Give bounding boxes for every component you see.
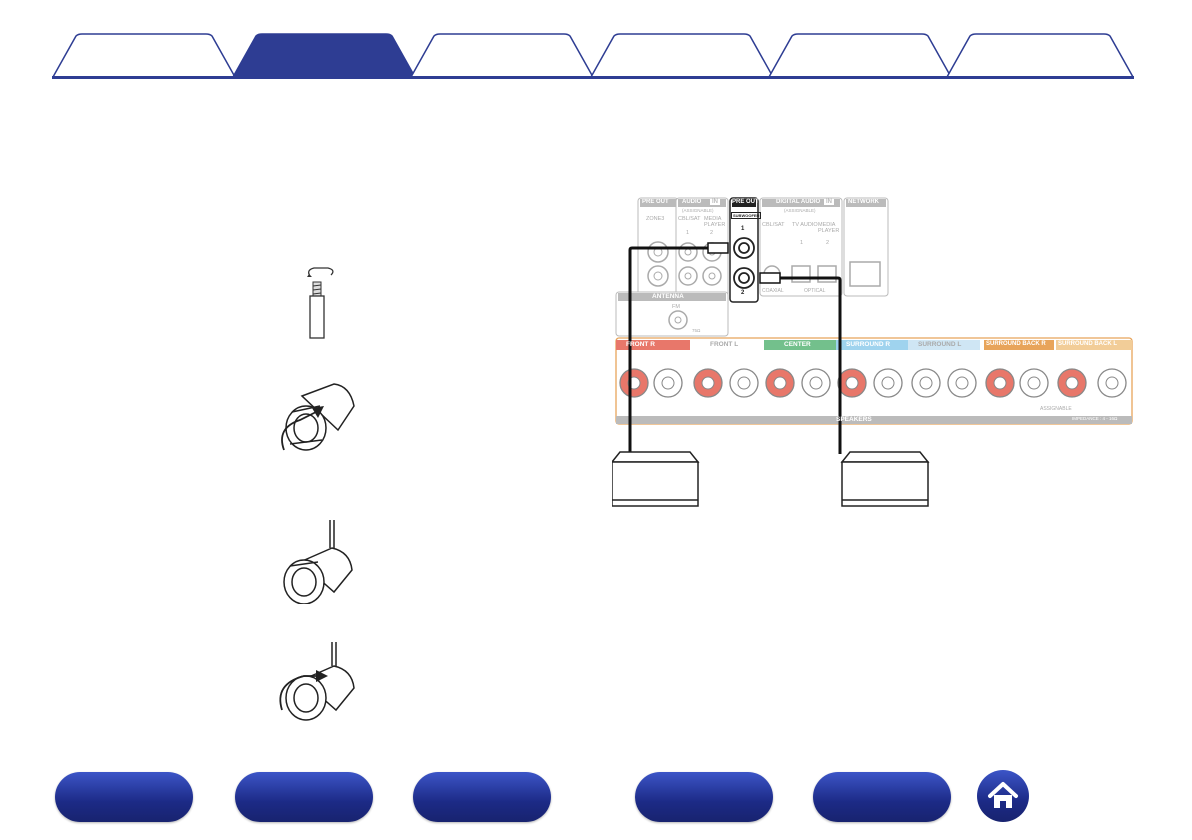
tab-4[interactable] — [590, 33, 774, 77]
pre-out-label: PRE OUT — [642, 199, 669, 205]
assignable-bottom-label: ASSIGNABLE — [1040, 406, 1072, 412]
speaker-front-r-label: FRONT R — [626, 341, 655, 348]
impedance-label: IMPEDANCE : 4 - 16Ω — [1072, 416, 1118, 421]
audio-in-badge: IN — [710, 199, 720, 205]
digital-tv-audio-label: TV AUDIO — [792, 222, 818, 228]
tab-1[interactable] — [52, 33, 236, 77]
coaxial-label: COAXIAL — [762, 288, 784, 294]
terminal-tighten-illustration — [279, 642, 355, 721]
optical-label: OPTICAL — [804, 288, 826, 294]
bottom-nav-button-3[interactable] — [413, 772, 551, 822]
tab-bar — [0, 0, 1192, 80]
tab-underline — [52, 76, 1134, 79]
rear-panel-diagram: PRE OUT ZONE3 AUDIO IN (ASSIGNABLE) CBL/… — [610, 190, 1136, 510]
tab-5[interactable] — [768, 33, 952, 77]
speaker-center-label: CENTER — [784, 341, 811, 348]
sub-num-1: 1 — [741, 226, 745, 232]
speakers-label: SPEAKERS — [836, 416, 872, 423]
speaker-surround-l-label: SURROUND L — [918, 341, 962, 348]
bottom-nav-button-2[interactable] — [235, 772, 373, 822]
tab-3[interactable] — [410, 33, 594, 77]
digital-num-1: 1 — [800, 240, 804, 246]
bottom-nav-button-1[interactable] — [55, 772, 193, 822]
bottom-nav-button-5[interactable] — [813, 772, 951, 822]
antenna-label: ANTENNA — [652, 293, 684, 300]
speaker-surround-r-label: SURROUND R — [846, 341, 891, 348]
fm-ohm-label: 75Ω — [692, 328, 701, 333]
audio-in-label: AUDIO — [682, 199, 702, 205]
tab-2[interactable] — [232, 33, 416, 77]
home-button[interactable] — [977, 770, 1029, 822]
subwoofer-label: SUBWOOFER — [731, 212, 762, 219]
digital-in-badge: IN — [824, 199, 834, 205]
digital-num-2: 2 — [826, 240, 830, 246]
audio-cbl-sat-label: CBL/SAT — [678, 216, 701, 222]
home-icon — [988, 782, 1018, 808]
stripped-wire-illustration — [307, 267, 334, 339]
digital-audio-label: DIGITAL AUDIO — [776, 199, 821, 205]
speaker-front-l-label: FRONT L — [710, 341, 739, 348]
digital-media-player-label: MEDIA PLAYER — [818, 222, 840, 234]
terminal-insert-illustration — [283, 520, 353, 604]
digital-cbl-sat-label: CBL/SAT — [762, 222, 785, 228]
terminal-loosen-illustration — [281, 383, 355, 451]
audio-assignable-label: (ASSIGNABLE) — [682, 208, 714, 213]
audio-num-2: 2 — [710, 230, 714, 236]
zone3-label: ZONE3 — [646, 216, 665, 222]
bottom-nav-button-4[interactable] — [635, 772, 773, 822]
audio-num-1: 1 — [686, 230, 690, 236]
sub-num-2: 2 — [741, 290, 745, 296]
fm-label: FM — [672, 304, 680, 310]
speaker-surround-back-r-label: SURROUND BACK R — [986, 341, 1046, 347]
network-label: NETWORK — [848, 199, 879, 205]
pre-out-sub-label: PRE OUT — [732, 199, 759, 205]
speaker-surround-back-l-label: SURROUND BACK L — [1058, 341, 1117, 347]
digital-assignable-label: (ASSIGNABLE) — [784, 208, 816, 213]
audio-media-player-label: MEDIA PLAYER — [704, 216, 726, 228]
tab-6[interactable] — [946, 33, 1134, 77]
